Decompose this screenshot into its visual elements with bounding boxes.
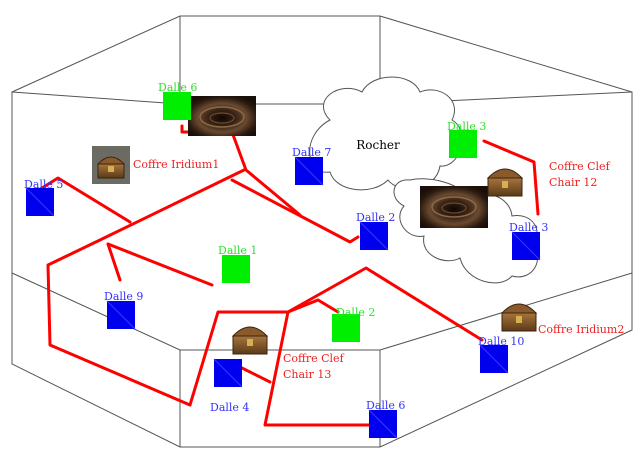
rock-label: Rocher bbox=[356, 138, 400, 152]
green-tile-1 bbox=[222, 255, 250, 283]
green-tile-3-label: Dalle 3 bbox=[447, 120, 486, 133]
chest-clef-13 bbox=[231, 326, 269, 355]
path-segment bbox=[40, 176, 132, 224]
path-segment bbox=[106, 242, 214, 287]
chest-clef-12-label-line2: Chair 12 bbox=[549, 176, 597, 189]
pit-2 bbox=[420, 186, 488, 228]
chest-labels: Coffre Iridium1 Coffre Clef Chair 12 Cof… bbox=[133, 158, 624, 381]
chest-clef-12-label-line1: Coffre Clef bbox=[549, 160, 611, 173]
blue-tile-6-label: Dalle 6 bbox=[366, 399, 405, 412]
chest-clef-12 bbox=[486, 168, 524, 197]
blue-tile-10-label: Dalle 10 bbox=[478, 335, 524, 348]
chest-clef-13-label-line2: Chair 13 bbox=[283, 368, 331, 381]
path-segment bbox=[230, 178, 360, 244]
chest-iridium2 bbox=[500, 303, 538, 332]
blue-tile-2-label: Dalle 2 bbox=[356, 211, 395, 224]
blue-tile-7-label: Dalle 7 bbox=[292, 146, 331, 159]
green-tiles bbox=[163, 92, 477, 342]
path-segment bbox=[286, 298, 340, 314]
blue-tile-diagonals bbox=[25, 156, 541, 439]
blue-labels: Dalle 5 Dalle 7 Dalle 2 Dalle 3 Dalle 9 … bbox=[24, 146, 548, 414]
blue-tile-5-label: Dalle 5 bbox=[24, 178, 63, 191]
chest-iridium2-label: Coffre Iridium2 bbox=[538, 323, 624, 336]
chest-iridium1-label: Coffre Iridium1 bbox=[133, 158, 219, 171]
green-tile-3 bbox=[449, 130, 477, 158]
pit-1 bbox=[188, 96, 256, 136]
path-segment bbox=[263, 310, 382, 427]
blue-tile-4-label: Dalle 4 bbox=[210, 401, 249, 414]
chest-clef-13-label-line1: Coffre Clef bbox=[283, 352, 345, 365]
green-tile-2 bbox=[332, 314, 360, 342]
blue-tile-3-label: Dalle 3 bbox=[509, 221, 548, 234]
path-segment bbox=[482, 139, 540, 216]
path-segment bbox=[106, 242, 122, 282]
path-segment bbox=[46, 168, 246, 407]
chest-iridium1 bbox=[92, 146, 130, 184]
green-tile-6 bbox=[163, 92, 191, 120]
green-labels: Dalle 6 Dalle 3 Dalle 1 Dalle 2 bbox=[158, 81, 486, 319]
blue-tile-9-label: Dalle 9 bbox=[104, 290, 143, 303]
green-tile-1-label: Dalle 1 bbox=[218, 244, 257, 257]
green-tile-6-label: Dalle 6 bbox=[158, 81, 197, 94]
path-network bbox=[40, 124, 540, 427]
path-segment bbox=[240, 366, 272, 384]
green-tile-2-label: Dalle 2 bbox=[336, 306, 375, 319]
